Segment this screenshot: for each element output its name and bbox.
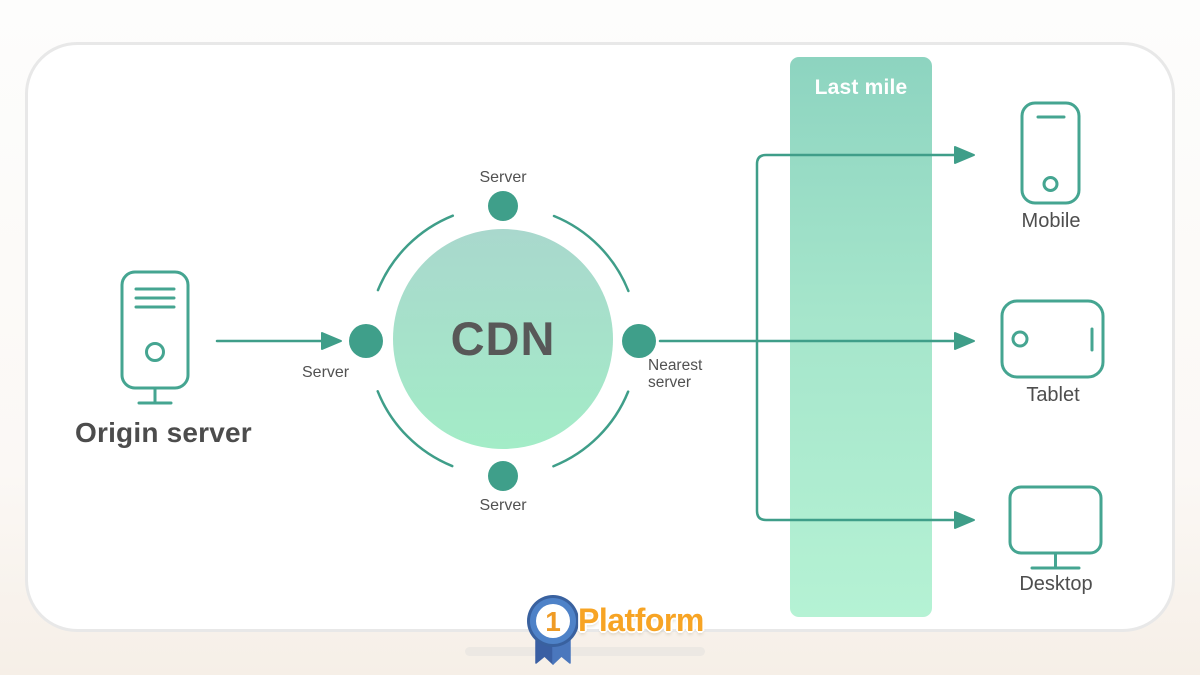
arrow-cdn-to-tablet [658,332,975,350]
origin-server-label: Origin server [75,417,252,448]
server-dot-bottom [488,461,518,491]
server-top-label: Server [479,169,527,186]
desktop-label: Desktop [1019,573,1093,595]
server-dot-right [622,324,656,358]
origin-server-icon [120,270,190,405]
arrowhead-mobile [954,146,975,164]
cdn-core-circle [393,229,613,449]
cdn-server-dots [349,191,656,491]
arrowhead-desktop [954,511,975,529]
mobile-icon [1020,101,1081,205]
arrow-origin-to-cdn [215,332,342,350]
last-mile-band: Last mile [790,57,932,617]
tablet-label: Tablet [1026,384,1080,406]
last-mile-label: Last mile [814,76,908,99]
server-left-label: Server [302,364,350,381]
logo-shadow [465,647,705,656]
platform-logo-badge-icon: 1 [527,595,579,665]
tablet-icon [1000,299,1105,379]
platform-logo-text: Platform [578,602,704,638]
nearest-server-label: Nearest server [648,357,703,392]
server-bottom-label: Server [479,497,527,514]
desktop-icon [1008,485,1103,570]
mobile-label: Mobile [1021,210,1081,232]
server-dot-left [349,324,383,358]
cdn-title: CDN [450,312,556,365]
branch-to-mobile-desktop [755,146,975,529]
server-dot-top [488,191,518,221]
logo-badge-number: 1 [545,606,561,637]
